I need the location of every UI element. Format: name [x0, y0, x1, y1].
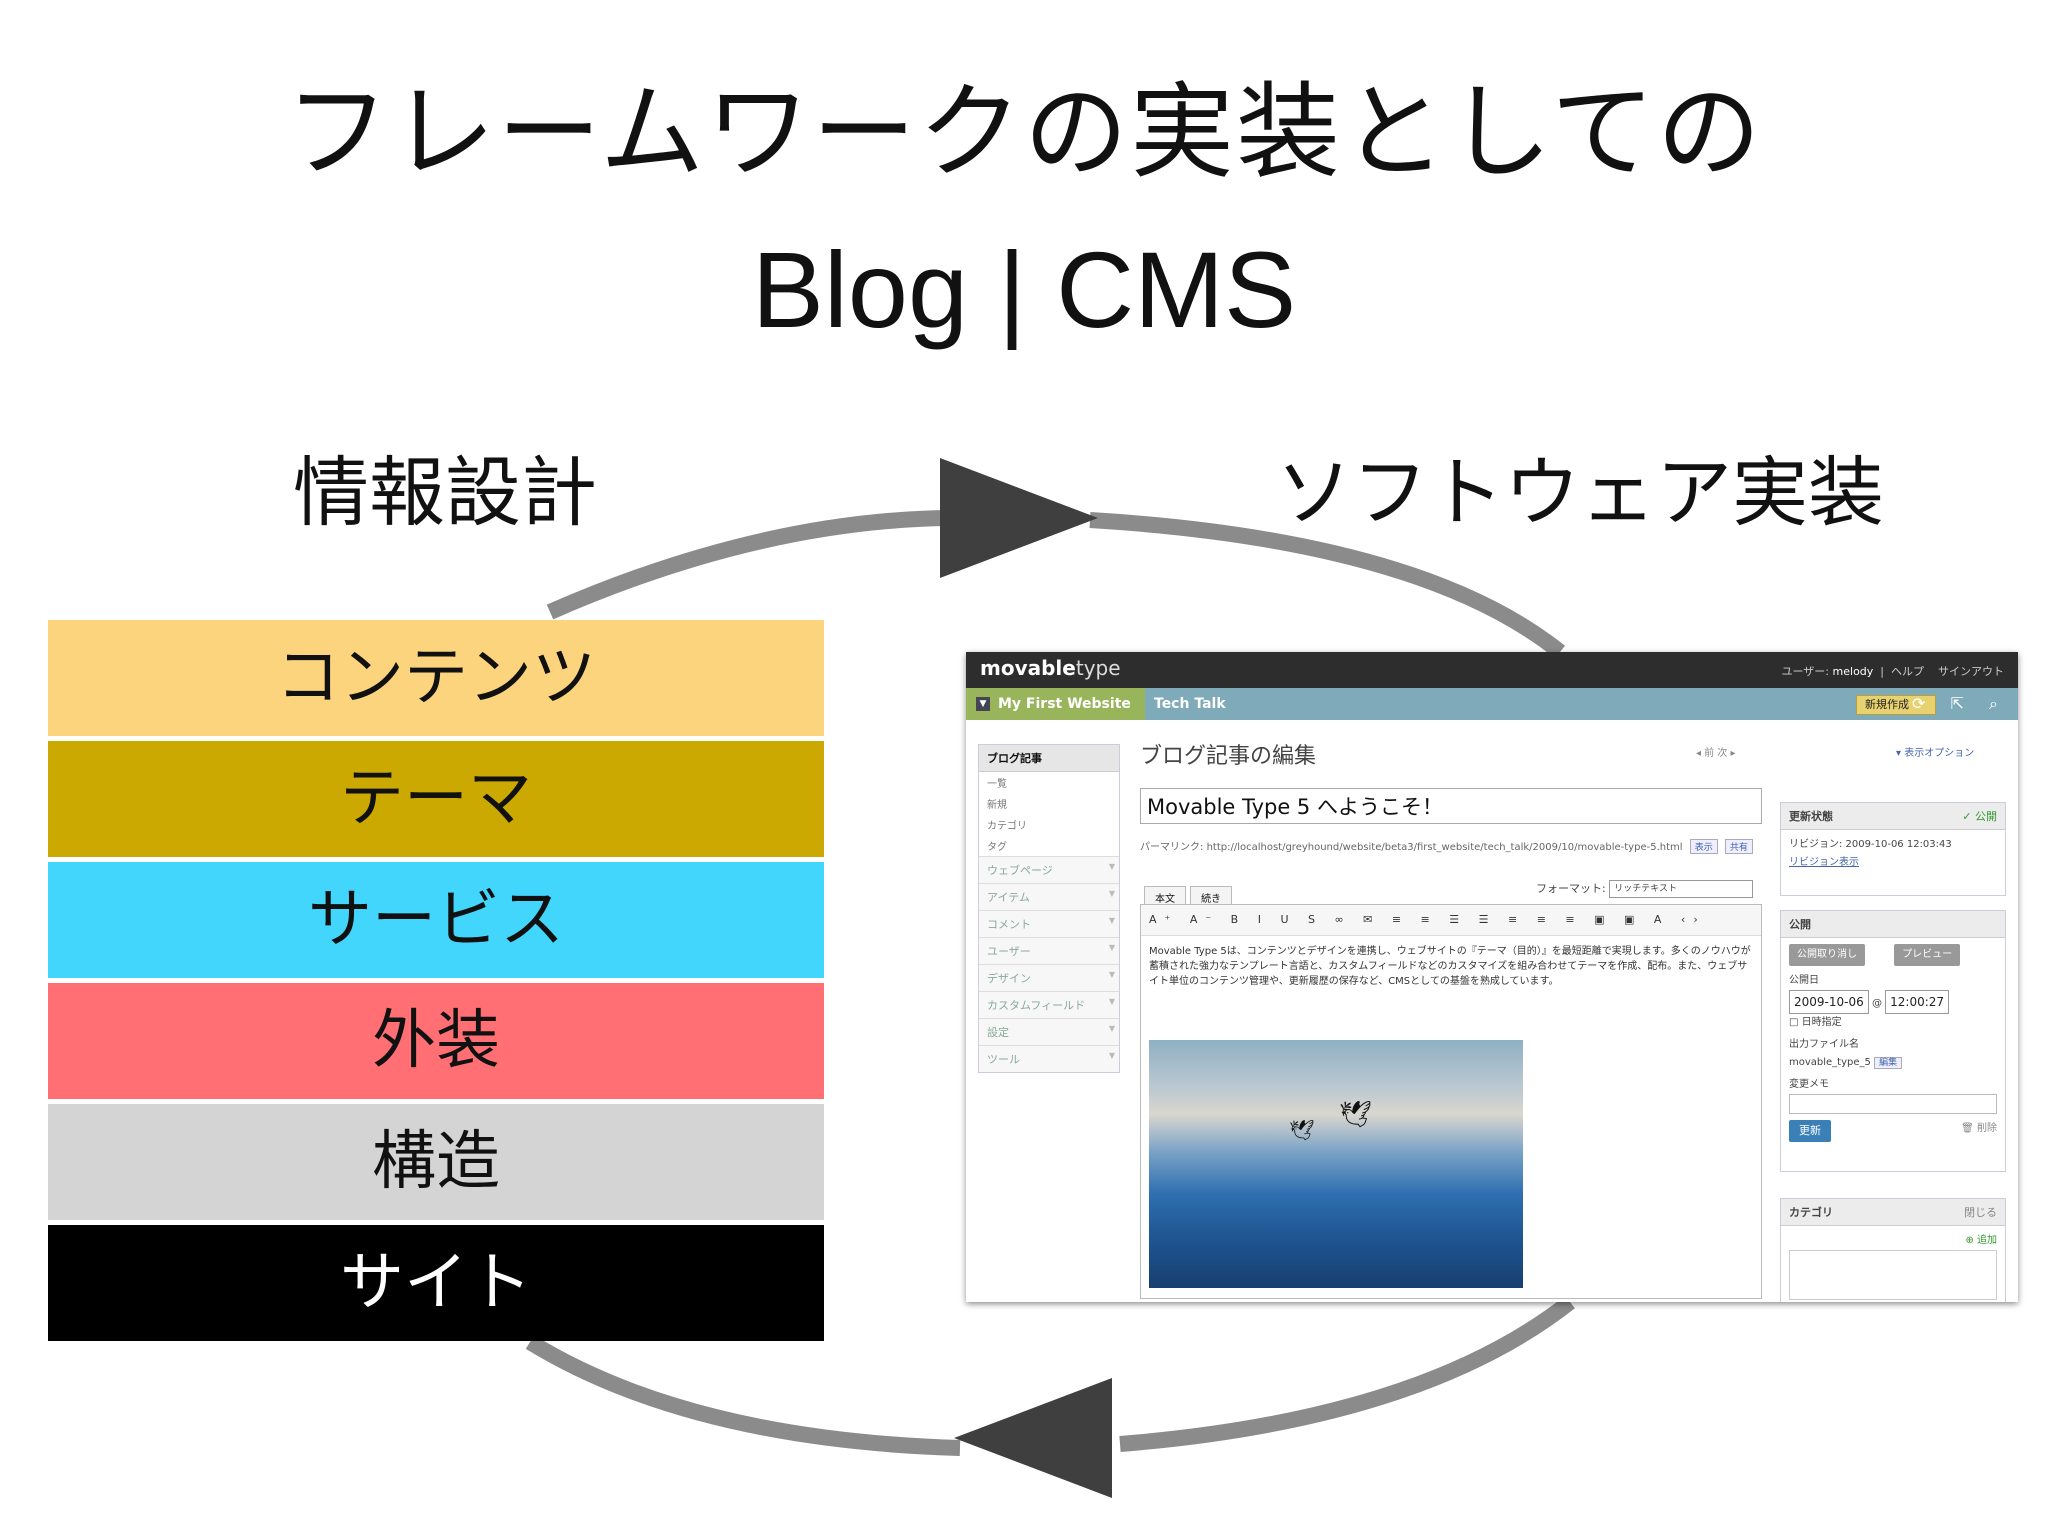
unpublish-button[interactable]: 公開取り消し	[1789, 944, 1865, 966]
permalink-url[interactable]: http://localhost/greyhound/website/beta3…	[1207, 842, 1683, 853]
mt-topbar: movabletype ユーザー: melody | ヘルプ サインアウト	[966, 652, 2018, 688]
mt-user-name[interactable]: melody	[1833, 665, 1874, 678]
revision-link[interactable]: リビジョン表示	[1789, 854, 1997, 872]
mt-signout-link[interactable]: サインアウト	[1938, 665, 2004, 678]
sidebar-item-customfields[interactable]: カスタムフィールド	[979, 991, 1119, 1018]
bottom-arc-left	[530, 1342, 960, 1448]
sidebar-item-settings[interactable]: 設定	[979, 1018, 1119, 1045]
layer-content: コンテンツ	[48, 620, 824, 736]
sidebar-item-tools[interactable]: ツール	[979, 1045, 1119, 1072]
sidebar-item-comments[interactable]: コメント	[979, 910, 1119, 937]
output-edit-button[interactable]: 編集	[1874, 1057, 1902, 1069]
sidebar-sub-tag[interactable]: タグ	[979, 835, 1119, 856]
bottom-arc-right	[1120, 1302, 1570, 1444]
editor-body-text[interactable]: Movable Type 5は、コンテンツとデザインを連携し、ウェブサイトの『テ…	[1141, 936, 1761, 997]
mt-blog-link[interactable]: Tech Talk	[1154, 688, 1226, 720]
delete-link[interactable]: 🗑 削除	[1961, 1120, 1997, 1138]
mt-help-link[interactable]: ヘルプ	[1891, 665, 1924, 678]
bottom-arrowhead-icon	[954, 1378, 1112, 1498]
pub-date-label: 公開日	[1789, 972, 1997, 990]
permalink: パーマリンク: http://localhost/greyhound/websi…	[1140, 838, 1780, 854]
update-button[interactable]: 更新	[1789, 1120, 1831, 1142]
top-arrowhead-icon	[940, 458, 1098, 578]
category-panel: カテゴリ閉じる ⊕ 追加	[1780, 1198, 2006, 1302]
sidebar-sub-category[interactable]: カテゴリ	[979, 814, 1119, 835]
layer-service: サービス	[48, 862, 824, 978]
mt-navbar: ▼My First Website Tech Talk 新規作成 ⟳ ⇱ ⌕	[966, 688, 2018, 720]
mt-main-header: ブログ記事の編集 ◂ 前 次 ▸	[1140, 738, 1760, 770]
status-panel: 更新状態✓ 公開 リビジョン: 2009-10-06 12:03:43 リビジョ…	[1780, 802, 2006, 896]
sidebar-head-entries[interactable]: ブログ記事	[979, 745, 1119, 772]
memo-label: 変更メモ	[1789, 1076, 1997, 1094]
mt-sidebar: ブログ記事 一覧 新規 カテゴリ タグ ウェブページ アイテム コメント ユーザ…	[978, 744, 1120, 1073]
top-arc	[550, 518, 950, 612]
page-title: ブログ記事の編集	[1140, 738, 1760, 770]
bird-icon: 🕊	[1339, 1100, 1372, 1130]
category-close-link[interactable]: 閉じる	[1964, 1204, 1997, 1220]
permalink-share-button[interactable]: 共有	[1725, 839, 1753, 854]
pub-date-input[interactable]: 2009-10-06	[1789, 990, 1869, 1014]
layer-stack: コンテンツ テーマ サービス 外装 構造 サイト	[48, 620, 824, 1346]
entry-photo: 🕊 🕊	[1149, 1040, 1523, 1288]
rich-text-editor[interactable]: A⁺ A⁻ B I U S ∞ ✉ ≡ ≡ ☰ ☰ ≡ ≡ ≡ ▣ ▣ A ‹›…	[1140, 904, 1762, 1299]
output-label: 出力ファイル名	[1789, 1036, 1997, 1054]
preview-button[interactable]: プレビュー	[1894, 944, 1960, 966]
sidebar-item-design[interactable]: デザイン	[979, 964, 1119, 991]
schedule-checkbox[interactable]: □ 日時指定	[1789, 1014, 1997, 1032]
sidebar-item-users[interactable]: ユーザー	[979, 937, 1119, 964]
status-badge: ✓ 公開	[1962, 808, 1997, 824]
layer-theme: テーマ	[48, 741, 824, 857]
output-filename: movable_type_5	[1789, 1057, 1871, 1068]
layer-site: サイト	[48, 1225, 824, 1341]
sidebar-item-assets[interactable]: アイテム	[979, 883, 1119, 910]
category-add-link[interactable]: ⊕ 追加	[1789, 1232, 1997, 1250]
layer-structure: 構造	[48, 1104, 824, 1220]
format-selector: フォーマット: リッチテキスト	[1536, 880, 1753, 898]
pub-time-input[interactable]: 12:00:27	[1885, 990, 1949, 1014]
permalink-view-button[interactable]: 表示	[1690, 839, 1718, 854]
layer-exterior: 外装	[48, 983, 824, 1099]
sidebar-sub-new[interactable]: 新規	[979, 793, 1119, 814]
sidebar-item-webpages[interactable]: ウェブページ	[979, 856, 1119, 883]
sidebar-sub-list[interactable]: 一覧	[979, 772, 1119, 793]
entry-pager[interactable]: ◂ 前 次 ▸	[1696, 744, 1736, 759]
format-select[interactable]: リッチテキスト	[1609, 880, 1753, 898]
display-options-link[interactable]: ▾ 表示オプション	[1896, 744, 1974, 759]
movabletype-screenshot: movabletype ユーザー: melody | ヘルプ サインアウト ▼M…	[966, 652, 2018, 1302]
revision-info: リビジョン: 2009-10-06 12:03:43	[1789, 836, 1997, 854]
mt-logo[interactable]: movabletype	[980, 656, 1121, 680]
top-arc-right	[1090, 520, 1560, 652]
mt-nav-icons[interactable]: ⟳ ⇱ ⌕	[1912, 694, 2008, 714]
editor-toolbar[interactable]: A⁺ A⁻ B I U S ∞ ✉ ≡ ≡ ☰ ☰ ≡ ≡ ≡ ▣ ▣ A ‹›	[1141, 905, 1761, 936]
memo-input[interactable]	[1789, 1094, 1997, 1114]
bird-icon: 🕊	[1289, 1118, 1314, 1142]
mt-user-menu: ユーザー: melody | ヘルプ サインアウト	[1782, 663, 2004, 679]
publish-panel: 公開 公開取り消し プレビュー 公開日 2009-10-06 @ 12:00:2…	[1780, 910, 2006, 1172]
mt-site-selector[interactable]: ▼My First Website	[966, 688, 1145, 720]
category-list[interactable]	[1789, 1250, 1997, 1300]
entry-title-input[interactable]: Movable Type 5 へようこそ！	[1140, 788, 1762, 824]
